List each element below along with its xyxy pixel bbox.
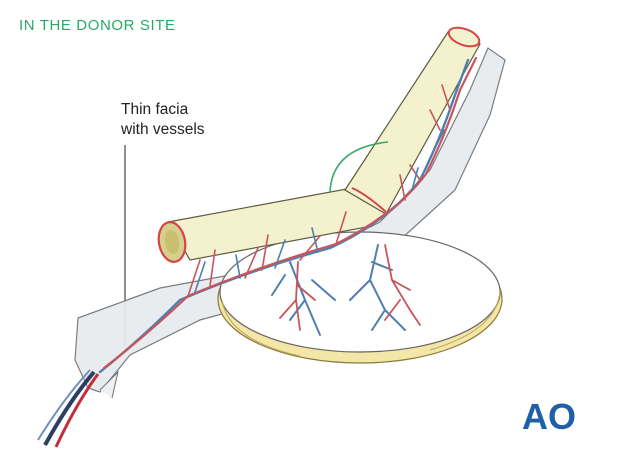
bone-segment-horizontal: [157, 187, 389, 263]
pedicle-artery: [54, 373, 100, 448]
fascia-fold: [99, 370, 119, 399]
callout-line-1: Thin facia: [121, 101, 189, 118]
bone-segment-angled: [344, 26, 481, 215]
paddle-vessels: [271, 244, 421, 336]
skin-paddle: [217, 231, 503, 364]
ao-logo-icon: AO: [522, 398, 576, 434]
page-title: IN THE DONOR SITE: [19, 17, 176, 34]
svg-text:AO: AO: [522, 398, 576, 434]
callout-line-2: with vessels: [121, 121, 205, 138]
pedicle-vein-2: [37, 369, 91, 441]
pedicle-vein: [43, 370, 96, 446]
angle-arc: [329, 141, 389, 193]
fascia-callout-label: Thin facia with vessels: [121, 100, 205, 140]
fascial-vessels: [98, 56, 478, 374]
